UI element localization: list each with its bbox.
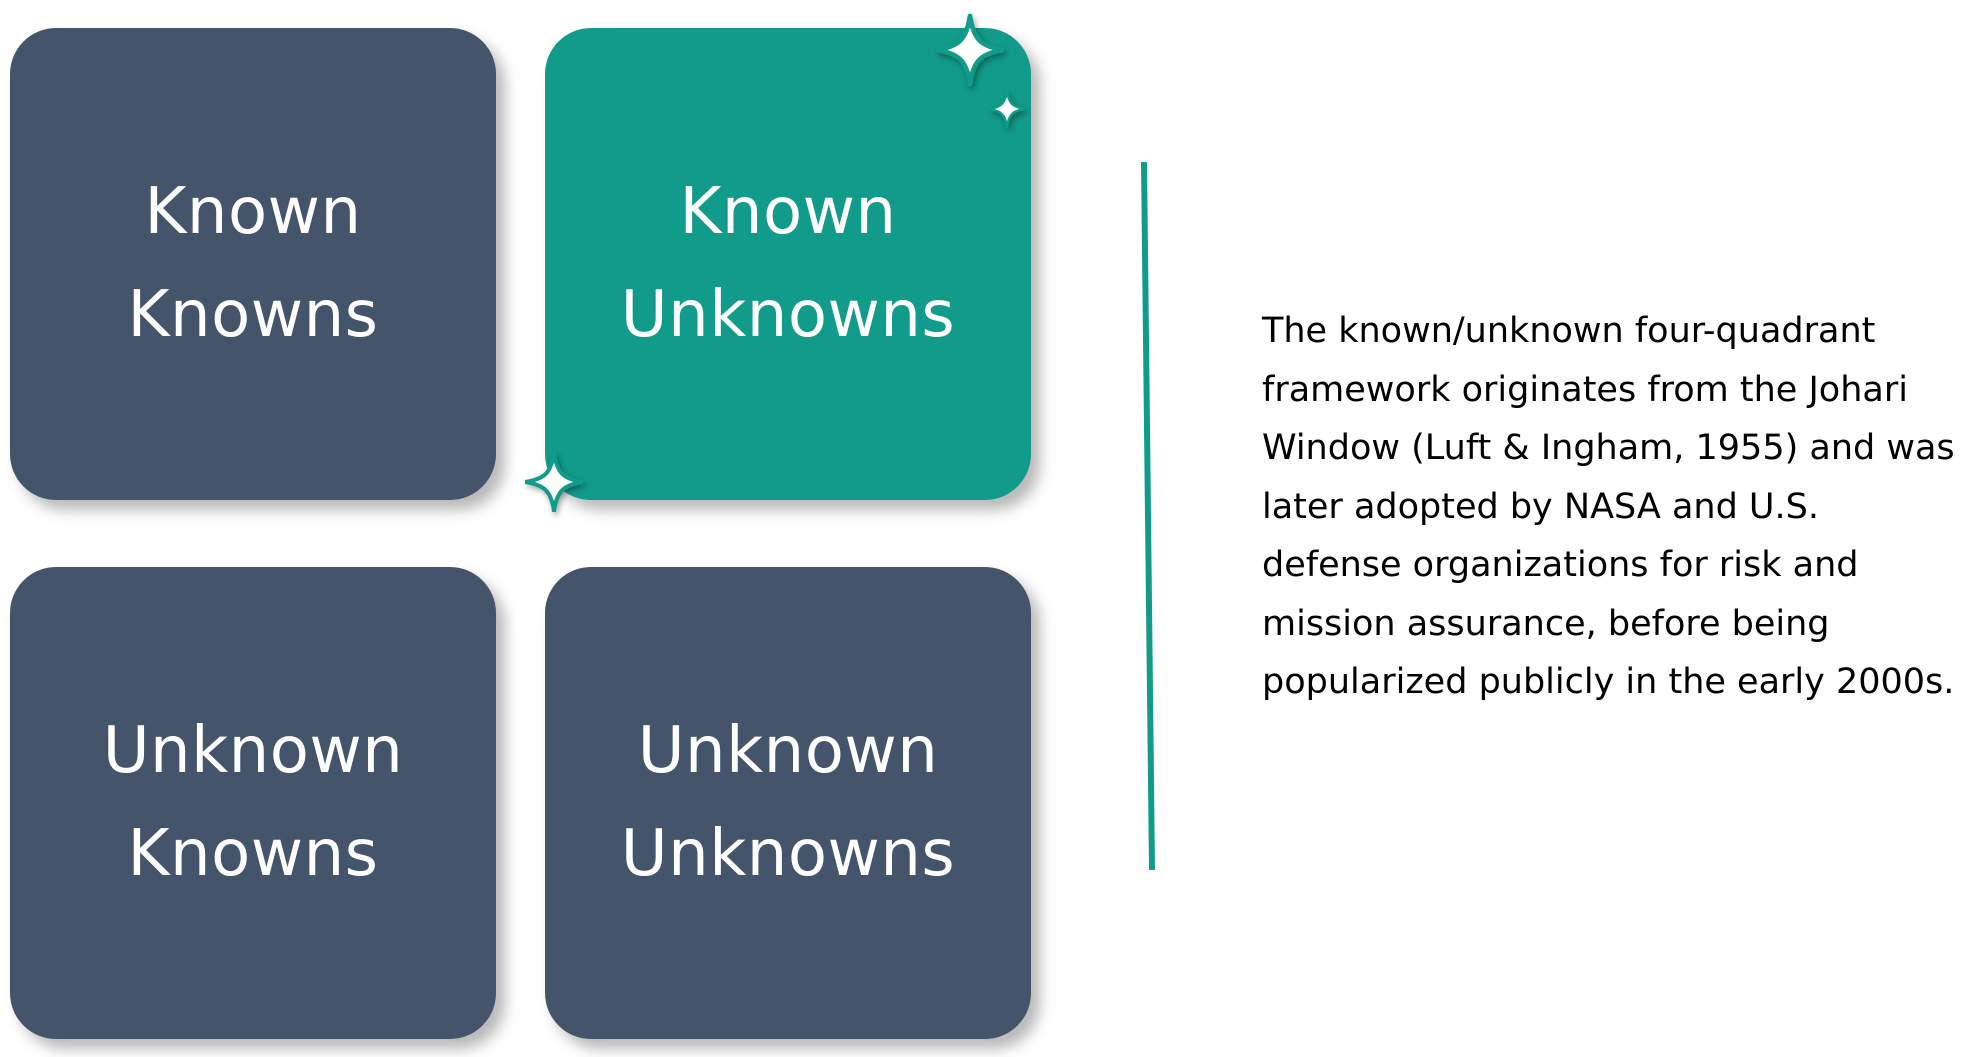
quadrant-label: Unknown Knowns [102,714,404,891]
description-line: popularized publicly in the early 2000s. [1262,662,1955,702]
quadrant-label: Known Unknowns [620,175,956,352]
quadrant-unknown-unknowns: Unknown Unknowns [545,567,1031,1039]
sparkle-icon [525,452,583,512]
sparkle-icon [989,89,1025,129]
quadrant-known-knowns: Known Knowns [10,28,496,500]
framework-description: The known/unknown four-quadrant framewor… [1262,302,1962,712]
description-line: later adopted by NASA and U.S. [1262,486,1820,527]
description-line: Window (Luft & Ingham, 1955) and was [1262,428,1955,468]
sparkle-icon [936,13,1004,87]
vertical-divider [1141,161,1155,871]
description-line: The known/unknown four-quadrant [1262,311,1876,351]
description-line: defense organizations for risk and [1262,545,1859,585]
quadrant-unknown-knowns: Unknown Knowns [10,567,496,1039]
description-line: mission assurance, before being [1262,603,1830,644]
quadrant-label: Unknown Unknowns [620,714,956,891]
quadrant-known-unknowns: Known Unknowns [545,28,1031,500]
description-line: framework originates from the Johari [1262,369,1908,410]
quadrant-label: Known Knowns [127,175,379,352]
